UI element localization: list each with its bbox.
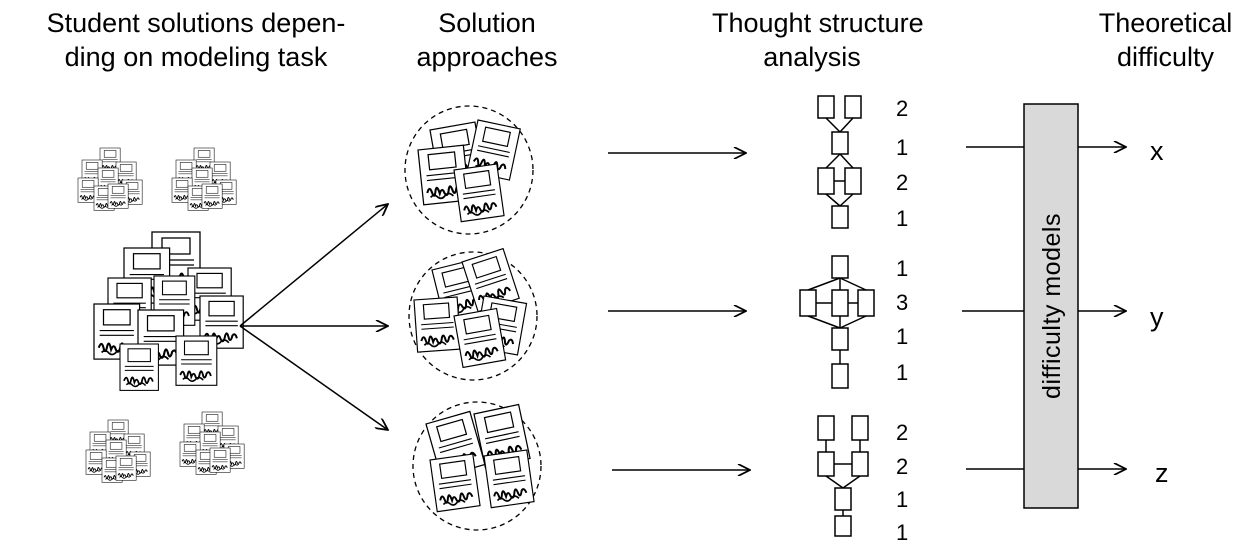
student-solutions-cluster-bottom-right <box>180 412 244 474</box>
header-student-solutions: Student solutions depen- ding on modelin… <box>0 6 392 74</box>
student-solutions-cluster-top-right <box>172 148 236 210</box>
student-solutions-cluster-top-left <box>78 148 142 210</box>
difficulty-models-label: difficulty models <box>1038 213 1066 399</box>
header-line: Solution <box>438 8 536 38</box>
difficulty-models-box: difficulty models <box>1023 103 1079 509</box>
header-line: Student solutions depen- <box>46 8 346 38</box>
solution-approach-1 <box>404 105 534 235</box>
header-solution-approaches: Solution approaches <box>392 6 582 74</box>
header-line: approaches <box>416 42 558 72</box>
width-number: 1 <box>896 206 908 231</box>
width-number: 1 <box>896 487 908 512</box>
width-number: 2 <box>896 454 908 479</box>
width-number: 1 <box>896 256 908 281</box>
width-number: 2 <box>896 420 908 445</box>
arrows-to-structures <box>608 153 750 470</box>
input-lines <box>962 146 1024 470</box>
solution-approach-2 <box>408 247 538 381</box>
thought-structure-2 <box>799 255 875 389</box>
diverging-arrows <box>239 204 388 430</box>
header-theoretical-difficulty: Theoretical difficulty <box>1082 6 1249 74</box>
structure-1-widths: 2 1 2 1 <box>896 96 908 231</box>
header-line: Theoretical <box>1098 8 1233 38</box>
student-solutions-cluster-bottom-left <box>86 420 150 482</box>
header-line: Thought structure <box>712 8 924 38</box>
arrow-to-approach-1 <box>239 204 388 327</box>
header-line: difficulty <box>1116 42 1215 72</box>
width-number: 2 <box>896 170 908 195</box>
output-arrows <box>1078 147 1126 469</box>
width-number: 3 <box>896 290 908 315</box>
thought-structure-1 <box>817 95 862 229</box>
width-number: 1 <box>896 135 908 160</box>
arrow-to-approach-3 <box>239 325 388 430</box>
header-line: analysis <box>763 42 861 72</box>
header-line: ding on modeling task <box>64 42 328 72</box>
student-solutions-cluster-main <box>92 230 245 392</box>
header-thought-structure: Thought structure analysis <box>712 6 924 74</box>
structure-2-widths: 1 3 1 1 <box>896 256 908 385</box>
output-y: y <box>1150 302 1164 332</box>
structure-3-widths: 2 2 1 1 <box>896 420 908 544</box>
thought-structure-3 <box>817 415 869 537</box>
solution-approach-3 <box>412 401 542 531</box>
width-number: 1 <box>896 360 908 385</box>
output-x: x <box>1150 136 1164 166</box>
width-number: 2 <box>896 96 908 121</box>
width-number: 1 <box>896 324 908 349</box>
output-z: z <box>1155 458 1169 488</box>
width-number: 1 <box>896 520 908 544</box>
